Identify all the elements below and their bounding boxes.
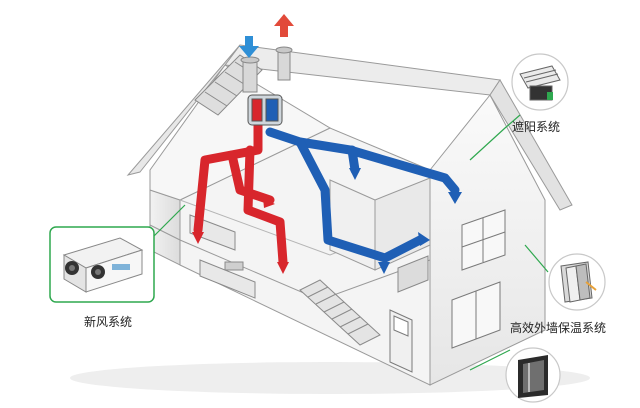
fresh-air-intake-arrow xyxy=(239,36,259,58)
supply-duct-red xyxy=(193,113,288,267)
window-frame-callout xyxy=(505,347,561,403)
sunshade-icon xyxy=(519,65,561,101)
staircase xyxy=(299,279,381,346)
front-door xyxy=(389,309,413,373)
heat-recovery-unit-icon xyxy=(62,237,144,293)
window-frame-icon xyxy=(518,355,548,398)
sunshade-callout xyxy=(511,53,569,111)
lower-window xyxy=(451,281,501,349)
insulation-system-label: 高效外墙保温系统 xyxy=(510,321,607,335)
exhaust-arrows xyxy=(349,168,462,274)
stale-air-exhaust-arrow xyxy=(274,14,294,37)
exhaust-duct-blue xyxy=(265,127,460,263)
insulation-callout xyxy=(548,253,606,311)
supply-arrows xyxy=(192,198,289,274)
fresh-air-system-label: 新风系统 xyxy=(84,315,133,329)
fresh-air-unit-callout xyxy=(49,226,155,303)
attic-heat-recovery-unit xyxy=(247,94,283,126)
chimneys xyxy=(240,46,293,93)
sunshade-system-label: 遮阳系统 xyxy=(512,120,561,134)
upper-window xyxy=(461,209,506,271)
house-body xyxy=(126,44,573,386)
wall-insulation-icon xyxy=(560,261,597,303)
